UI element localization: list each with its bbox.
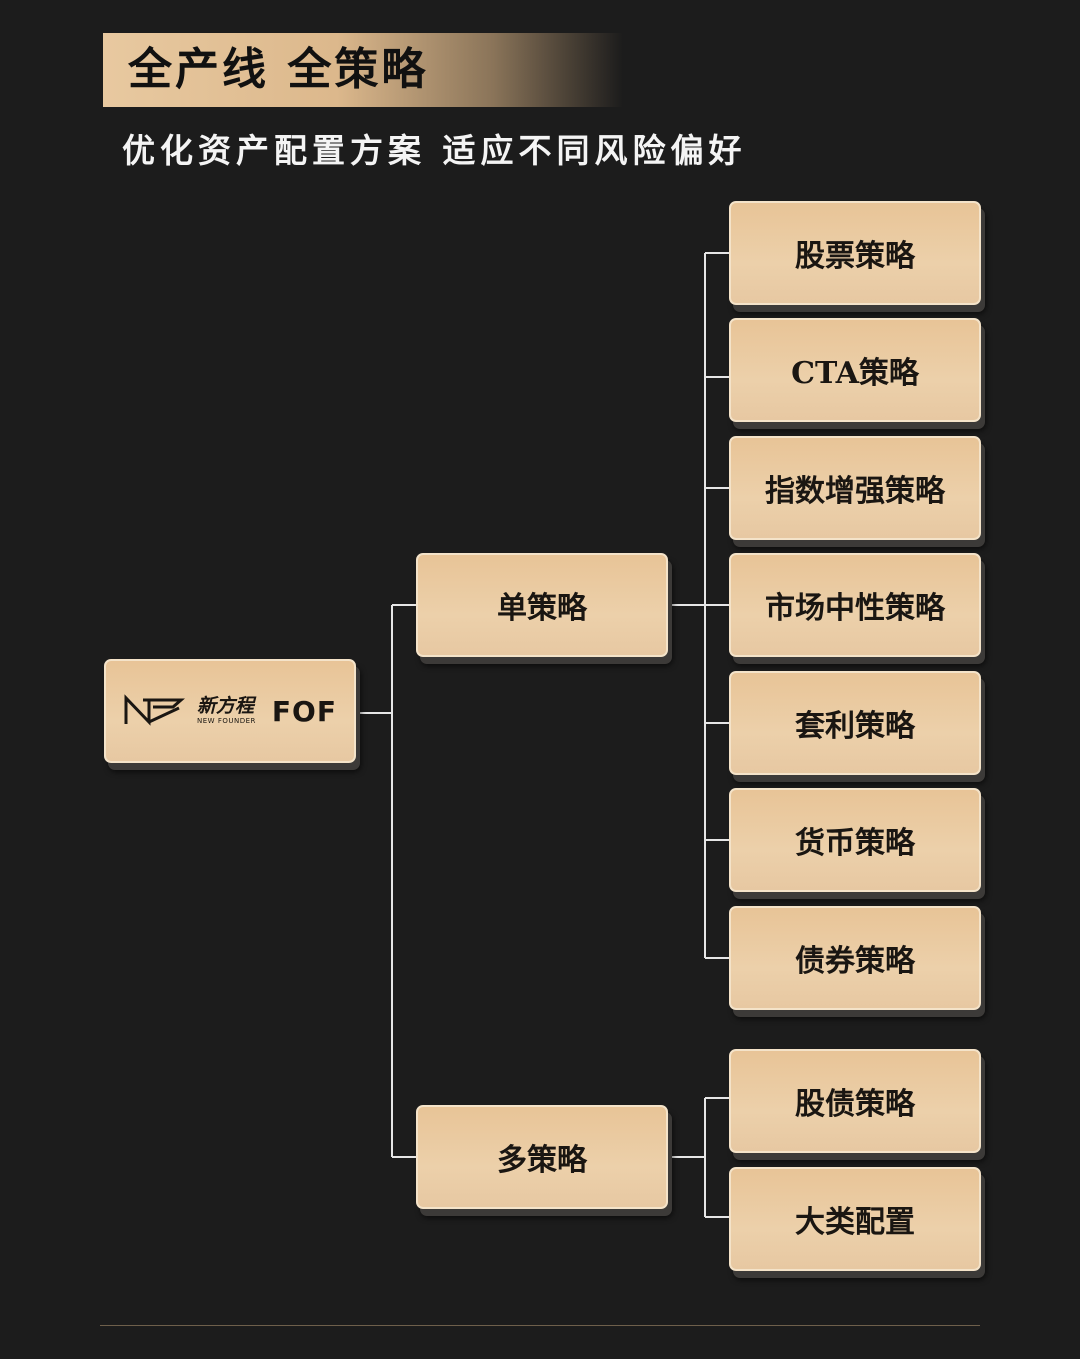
leaf-label: 债券策略 (795, 944, 915, 979)
leaf-label: 货币策略 (795, 826, 915, 861)
brand-suffix: FOF (271, 694, 337, 728)
leaf-node: 大类配置 (729, 1167, 981, 1271)
leaf-node: 市场中性策略 (729, 553, 981, 657)
leaf-node: 债券策略 (729, 906, 981, 1010)
leaf-node: 套利策略 (729, 671, 981, 775)
branch-node-multi: 多策略 (416, 1105, 668, 1209)
branch-label: 多策略 (497, 1143, 587, 1178)
leaf-node: 货币策略 (729, 788, 981, 892)
page-subtitle: 优化资产配置方案 适应不同风险偏好 (122, 131, 747, 170)
brand-name-en: NEW FOUNDER (197, 717, 256, 725)
leaf-label: CTA策略 (791, 356, 919, 391)
branch-node-single: 单策略 (416, 553, 668, 657)
branch-label: 单策略 (497, 591, 587, 626)
leaf-label: 市场中性策略 (765, 591, 945, 626)
leaf-label: 套利策略 (795, 709, 915, 744)
leaf-node: 股债策略 (729, 1049, 981, 1153)
page-title: 全产线 全策略 (128, 44, 429, 95)
leaf-node: 股票策略 (729, 201, 981, 305)
leaf-node: CTA策略 (729, 318, 981, 422)
brand-name-cn: 新方程 (197, 695, 255, 717)
leaf-label: 股债策略 (795, 1087, 915, 1122)
leaf-node: 指数增强策略 (729, 436, 981, 540)
leaf-label: 大类配置 (795, 1205, 915, 1240)
root-node: 新方程 NEW FOUNDER FOF (104, 659, 356, 763)
brand-logo: 新方程 NEW FOUNDER FOF (123, 694, 337, 728)
bottom-divider (100, 1325, 980, 1326)
title-band (103, 33, 623, 107)
leaf-label: 指数增强策略 (765, 474, 945, 509)
leaf-label: 股票策略 (795, 239, 915, 274)
nf-logo-icon (124, 694, 186, 726)
